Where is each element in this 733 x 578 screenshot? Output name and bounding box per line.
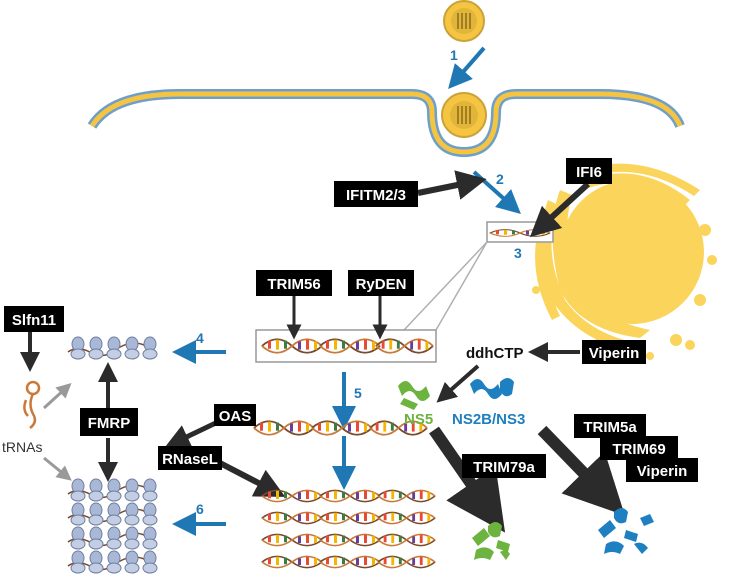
svg-text:RNaseL: RNaseL [162, 451, 218, 468]
svg-text:Slfn11: Slfn11 [12, 312, 56, 329]
zoom-line-left [403, 241, 488, 331]
svg-text:OAS: OAS [219, 408, 252, 425]
viperin-bottom-label: Viperin [626, 458, 698, 482]
step2-label: 2 [496, 171, 504, 187]
ns5-degradation-arrow [429, 426, 506, 533]
trna-arrow-up [42, 382, 72, 410]
svg-text:IFI6: IFI6 [576, 164, 602, 181]
svg-text:TRIM79a: TRIM79a [473, 459, 535, 476]
svg-text:RyDEN: RyDEN [356, 276, 407, 293]
zoom-line-right [435, 241, 488, 331]
svg-text:TRIM5a: TRIM5a [583, 419, 637, 436]
ns3-degradation-arrow [537, 425, 625, 516]
trna-arrow-down [43, 456, 72, 481]
rna-progeny-icon [261, 489, 436, 569]
plasma-membrane-icon [87, 89, 685, 158]
svg-text:Viperin: Viperin [637, 463, 688, 480]
trim69-label: TRIM69 [600, 436, 678, 460]
ifi6-label: IFI6 [566, 158, 612, 184]
trna-icon [23, 380, 41, 429]
ifitm-label: IFITM2/3 [334, 181, 418, 207]
trnas-label: tRNAs [2, 439, 42, 455]
slfn11-label: Slfn11 [4, 306, 64, 332]
oas-label: OAS [214, 404, 256, 426]
step1-arrow [448, 46, 486, 90]
svg-text:Viperin: Viperin [589, 345, 640, 362]
polysome-small-icon [67, 336, 158, 360]
dsrna-icon [253, 420, 428, 436]
step4-label: 4 [196, 330, 204, 346]
step1-label: 1 [450, 47, 458, 63]
degraded-ns5-icon [472, 522, 510, 560]
ns2b-ns3-label: NS2B/NS3 [452, 411, 525, 428]
ns2b-ns3-protein-icon [470, 378, 514, 399]
ns5-protein-icon [398, 381, 430, 410]
step2-arrow [472, 170, 521, 215]
step5-label: 5 [354, 385, 362, 401]
ryden-label: RyDEN [348, 270, 414, 296]
polysome-large-icon [67, 478, 158, 574]
endosome-virus-icon [441, 92, 487, 138]
fmrp-label: FMRP [80, 408, 138, 436]
trim56-label: TRIM56 [256, 270, 332, 296]
svg-text:TRIM69: TRIM69 [612, 441, 665, 458]
step3-label: 3 [514, 245, 522, 261]
rna-genome-box [255, 329, 437, 363]
virus-particle-icon [443, 0, 485, 42]
trim5a-label: TRIM5a [574, 414, 646, 438]
svg-text:IFITM2/3: IFITM2/3 [346, 187, 406, 204]
ns5-label: NS5 [404, 411, 433, 428]
degraded-ns3-icon [598, 508, 654, 554]
nucleus-icon [560, 180, 704, 324]
svg-text:FMRP: FMRP [88, 415, 131, 432]
ddhctp-label: ddhCTP [466, 345, 524, 362]
viperin-top-label: Viperin [582, 340, 646, 364]
step6-label: 6 [196, 501, 204, 517]
trim79a-label: TRIM79a [462, 454, 546, 478]
svg-text:TRIM56: TRIM56 [267, 276, 320, 293]
rnasel-label: RNaseL [158, 446, 222, 470]
